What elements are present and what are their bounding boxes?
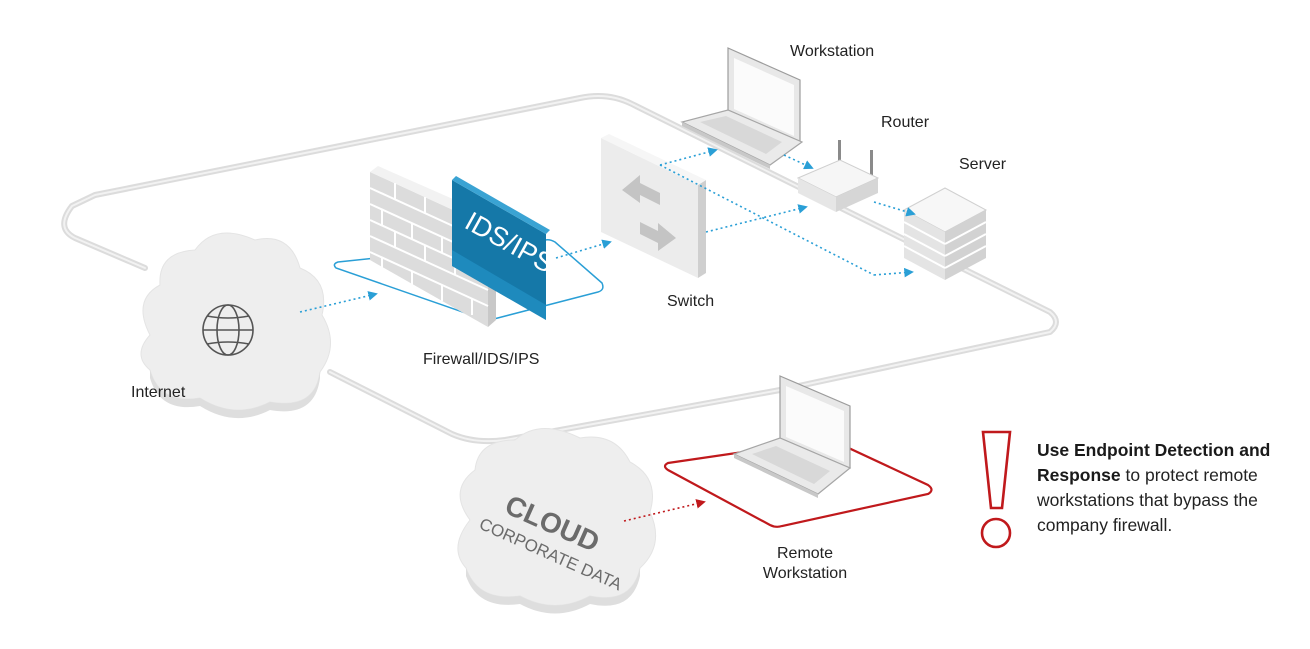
- remote-connection: [623, 499, 706, 522]
- network-connections: [299, 147, 916, 313]
- ids-ips-panel: IDS/IPS: [452, 176, 559, 320]
- remote-workstation-label: Remote Workstation: [740, 544, 870, 584]
- remote-label-line2: Workstation: [762, 565, 848, 582]
- server-label: Server: [959, 156, 1007, 173]
- firewall-platform: [333, 239, 604, 321]
- cloud-corporate-data-icon: CLOUD CORPORATE DATA: [457, 428, 657, 614]
- switch-label: Switch: [667, 293, 715, 310]
- router-label: Router: [881, 114, 930, 131]
- remote-laptop-icon: [732, 375, 852, 498]
- router-icon: [796, 140, 880, 212]
- callout-bold: Use Endpoint Detection and Response: [1037, 440, 1271, 485]
- internet-label: Internet: [131, 384, 186, 401]
- workstation-label: Workstation: [790, 43, 875, 60]
- firewall-label: Firewall/IDS/IPS: [423, 351, 540, 368]
- internet-cloud-icon: [140, 232, 331, 419]
- server-icon: [902, 187, 988, 280]
- callout-text: to protect remote workstations that bypa…: [1037, 465, 1258, 535]
- globe-icon: [202, 304, 254, 356]
- switch-icon: [601, 134, 706, 278]
- remote-label-line1: Remote: [776, 545, 834, 562]
- exclamation-icon: [980, 430, 1012, 549]
- edr-callout: Use Endpoint Detection and Response to p…: [1037, 438, 1307, 538]
- workstation-laptop-icon: [680, 47, 804, 169]
